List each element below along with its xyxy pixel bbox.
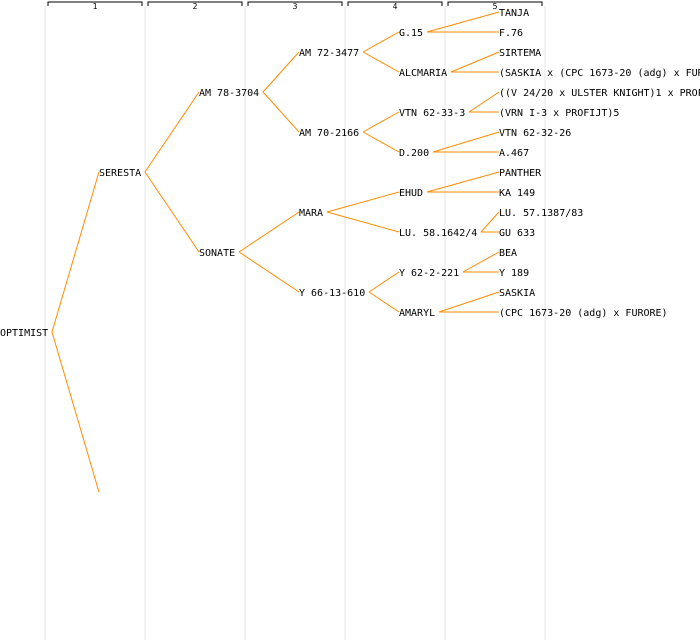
connector-line [144,171,200,253]
connector-line [238,211,300,253]
ancestor-name: (CPC 1673-20 (adg) x FURORE) [499,308,668,319]
ancestor-name: (SASKIA x (CPC 1673-20 (adg) x FUR [499,68,700,79]
ancestor-name: EHUD [399,188,423,199]
ancestor-name: AMARYL [399,308,435,319]
generation-bracket [47,1,143,6]
connector-line [426,11,500,33]
ancestor-name: VTN 62-33-3 [399,108,465,119]
ancestor-name: VTN 62-32-26 [499,128,571,139]
generation-bracket [447,1,543,6]
connector-line [326,211,400,233]
ancestor-name: (VRN I-3 x PROFIJT)5 [499,108,619,119]
connector-line [438,291,500,313]
generation-number: 5 [493,2,498,11]
ancestor-name: Y 66-13-610 [299,288,365,299]
connector-line [362,131,400,153]
generation-number: 2 [193,2,198,11]
connector-line [450,51,500,73]
ancestor-name: MARA [299,208,323,219]
generation-bracket [347,1,443,6]
ancestor-name: ALCMARIA [399,68,447,79]
ancestor-name: PANTHER [499,168,542,179]
connector-line [262,51,300,93]
connector-line [326,191,400,213]
generation-headers: 1 2 3 4 5 [47,1,543,11]
connector-line [432,131,500,153]
ancestor-name: TANJA [499,8,529,19]
connector-line [468,91,500,113]
ancestor-name: AM 78-3704 [199,88,259,99]
ancestor-name: SIRTEMA [499,48,541,59]
connector-line [368,291,400,313]
ancestor-name: Y 62-2-221 [399,268,459,279]
connector-line [362,111,400,133]
connector-line [426,171,500,193]
connector-line [462,251,500,273]
generation-number: 1 [93,2,98,11]
ancestor-name: LU. 58.1642/4 [399,228,477,239]
connector-line [362,51,400,73]
ancestor-name: GU 633 [499,228,535,239]
ancestor-name: AM 70-2166 [299,128,359,139]
ancestor-name: SERESTA [99,168,141,179]
connector-line [368,271,400,293]
connector-line [480,211,500,233]
ancestor-name: SONATE [199,248,235,259]
ancestor-name: BEA [499,248,517,259]
generation-bracket [147,1,243,6]
ancestor-name: ((V 24/20 x ULSTER KNIGHT)1 x PROF [499,88,700,99]
connector-line [51,331,100,493]
connector-line [144,91,200,173]
ancestor-name: G.15 [399,28,423,39]
connector-line [51,171,100,333]
ancestor-name: SASKIA [499,288,535,299]
generation-number: 3 [293,2,298,11]
ancestor-name: Y 189 [499,268,529,279]
ancestor-name: F.76 [499,28,523,39]
ancestor-name: KA 149 [499,188,535,199]
connector-line [262,91,300,133]
ancestor-name: AM 72-3477 [299,48,359,59]
column-dividers [44,6,546,640]
ancestor-name: LU. 57.1387/83 [499,208,583,219]
subject-name: OPTIMIST [0,328,48,339]
generation-bracket [247,1,343,6]
connector-line [238,251,300,293]
ancestor-name: A.467 [499,148,529,159]
generation-number: 4 [393,2,398,11]
node-labels: OPTIMIST SERESTA AM 78-3704 AM 72-3477 G.15 T… [0,8,700,339]
connector-line [362,31,400,53]
connector-lines [51,11,500,493]
ancestor-name: D.200 [399,148,429,159]
